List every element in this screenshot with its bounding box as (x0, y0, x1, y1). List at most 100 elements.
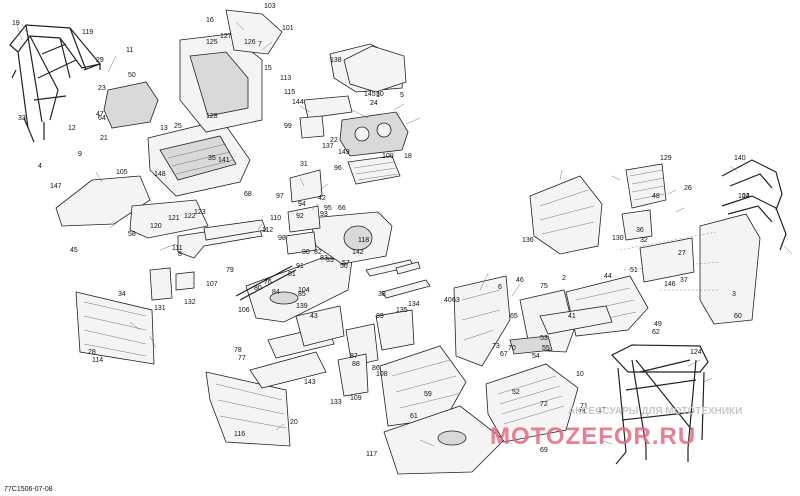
floor-panels-center (337, 309, 467, 427)
floor-pan-main (383, 405, 505, 475)
callout-39: 39 (326, 257, 334, 264)
callout-45: 45 (70, 247, 78, 254)
callout-105: 105 (116, 169, 128, 176)
callout-10: 10 (576, 371, 584, 378)
callout-66: 66 (338, 205, 346, 212)
callout-6: 6 (498, 284, 502, 291)
callout-129: 129 (660, 155, 672, 162)
callout-46: 46 (516, 277, 524, 284)
callout-142: 142 (352, 249, 364, 256)
callout-20: 20 (290, 419, 298, 426)
radiator-block (485, 335, 579, 443)
watermark: АКСЕССУАРЫ ДЛЯ МОТОТЕХНИКИ MOTOZEFOR.RU (490, 406, 742, 450)
callout-43: 43 (310, 313, 318, 320)
callout-121: 121 (168, 215, 180, 222)
callout-60: 60 (734, 313, 742, 320)
floor-trim-strips (365, 259, 431, 299)
callout-53: 53 (540, 335, 548, 342)
callout-68: 68 (244, 191, 252, 198)
callout-83: 83 (320, 255, 328, 262)
callout-16: 16 (206, 17, 214, 24)
callout-139: 139 (296, 303, 308, 310)
switch-pads (285, 169, 323, 255)
callout-37: 37 (680, 277, 688, 284)
callout-103: 103 (264, 3, 276, 10)
callout-70: 70 (508, 345, 516, 352)
callout-47: 47 (96, 111, 104, 118)
callout-117: 117 (366, 451, 377, 458)
callout-87: 87 (350, 353, 358, 360)
callout-36: 36 (636, 227, 644, 234)
callout-113: 113 (280, 75, 291, 82)
callout-61: 61 (410, 413, 418, 420)
callout-127: 127 (220, 33, 232, 40)
callout-74: 74 (578, 409, 586, 416)
callout-57: 57 (342, 260, 350, 267)
callout-128: 128 (206, 113, 218, 120)
callout-38: 38 (378, 291, 386, 298)
callout-148: 148 (154, 171, 166, 178)
door-panel-left (75, 291, 155, 365)
callout-58: 58 (128, 231, 136, 238)
callout-51: 51 (630, 267, 638, 274)
callout-88: 88 (352, 361, 360, 368)
callout-144: 144 (292, 99, 304, 106)
callout-48: 48 (652, 193, 660, 200)
callout-52: 52 (512, 389, 520, 396)
callout-41: 41 (568, 313, 576, 320)
callout-72: 72 (540, 401, 548, 408)
callout-133: 133 (330, 399, 342, 406)
callout-44: 44 (604, 273, 612, 280)
callout-147: 147 (50, 183, 62, 190)
callout-106: 106 (238, 307, 250, 314)
wiring-harness (721, 159, 787, 251)
callout-7: 7 (258, 41, 262, 48)
watermark-tagline: АКСЕССУАРЫ ДЛЯ МОТОТЕХНИКИ (568, 406, 742, 417)
callout-130: 130 (612, 235, 624, 242)
callout-67: 67 (500, 351, 508, 358)
callout-90: 90 (302, 249, 310, 256)
dashboard-upper (179, 9, 283, 133)
callout-79: 79 (226, 267, 234, 274)
callout-141: 141 (218, 157, 230, 164)
vent-grille (347, 155, 401, 185)
callout-89: 89 (376, 313, 384, 320)
callout-33: 33 (18, 115, 26, 122)
callout-131: 131 (154, 305, 166, 312)
callout-1: 1 (376, 92, 380, 99)
callout-24: 24 (370, 100, 378, 107)
callout-62: 62 (652, 329, 660, 336)
callout-76: 76 (264, 279, 272, 286)
callout-136: 136 (522, 237, 534, 244)
callout-114: 114 (92, 357, 103, 364)
callout-50: 50 (128, 72, 136, 79)
callout-26: 26 (684, 185, 692, 192)
callout-124: 124 (690, 349, 702, 356)
callout-80: 80 (254, 285, 262, 292)
callout-137: 137 (322, 143, 334, 150)
rops-front-cage (9, 24, 102, 143)
callout-64: 64 (98, 115, 106, 122)
callout-119: 119 (82, 29, 93, 36)
callout-126: 126 (244, 39, 256, 46)
callout-93: 93 (320, 211, 328, 218)
callout-28: 28 (88, 349, 96, 356)
callout-11: 11 (126, 47, 133, 54)
callout-5: 5 (400, 92, 404, 99)
bracket-plates (149, 267, 195, 301)
callout-122: 122 (184, 213, 196, 220)
callout-71: 71 (580, 403, 588, 410)
callout-21: 21 (100, 135, 108, 142)
callout-97: 97 (276, 193, 284, 200)
callout-35: 35 (208, 155, 216, 162)
callout-8: 8 (178, 251, 182, 258)
callout-91: 91 (296, 263, 304, 270)
callout-81: 81 (288, 271, 296, 278)
callout-112: 112 (262, 227, 273, 234)
firewall-panel (453, 275, 511, 367)
callout-59: 59 (424, 391, 432, 398)
callout-40: 40 (444, 297, 452, 304)
leader-lines (15, 21, 793, 447)
callout-102: 102 (738, 193, 750, 200)
hose-tube (235, 265, 297, 301)
